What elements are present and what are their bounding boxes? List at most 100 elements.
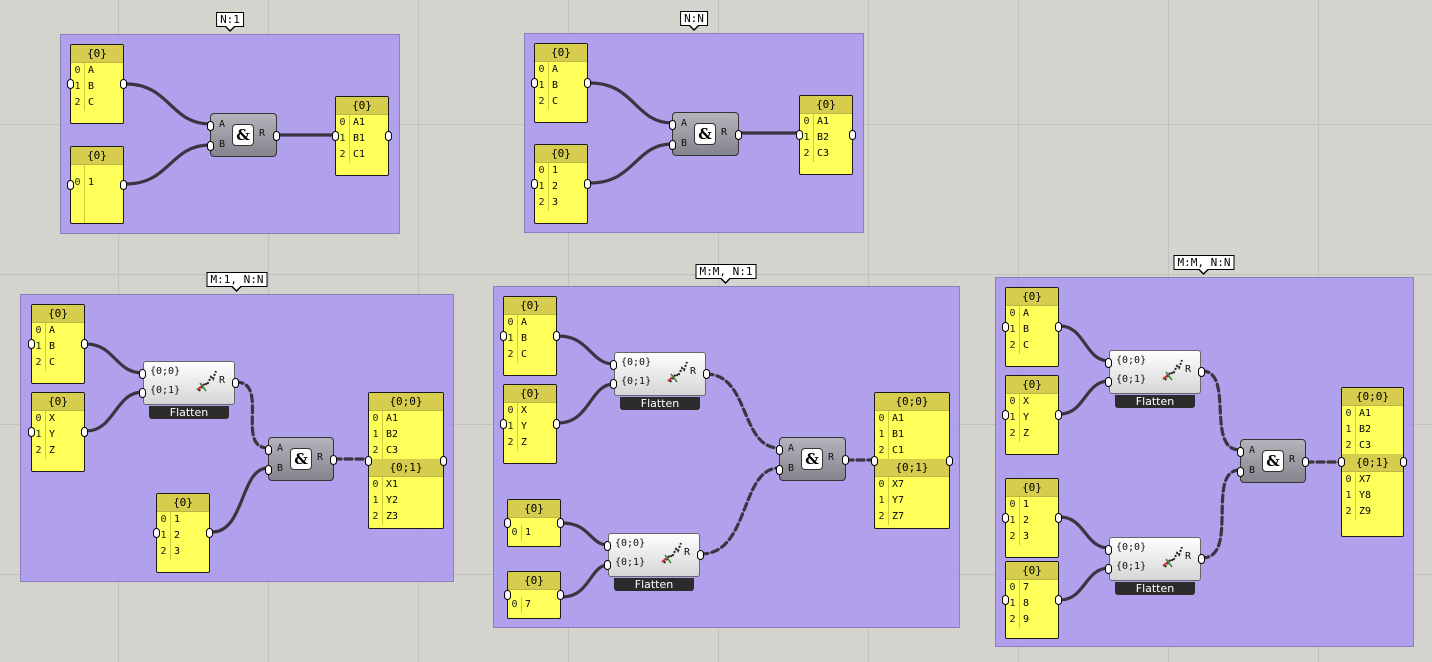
- output-grip[interactable]: [206, 528, 213, 538]
- flatten-component[interactable]: {0;0} {0;1} R Flatten: [604, 533, 704, 593]
- group-label-m-1-n-n[interactable]: M:1, N:N: [206, 272, 268, 292]
- input-grip[interactable]: [500, 331, 507, 341]
- output-port-r[interactable]: [1302, 457, 1309, 467]
- output-grip[interactable]: [849, 130, 856, 140]
- output-grip[interactable]: [946, 455, 953, 466]
- flatten-body[interactable]: [1109, 350, 1201, 394]
- input-grip[interactable]: [500, 419, 507, 429]
- input-grip[interactable]: [1002, 322, 1009, 332]
- input-grip[interactable]: [1002, 595, 1009, 605]
- input-port-a[interactable]: [207, 121, 214, 131]
- output-grip[interactable]: [557, 590, 564, 600]
- input-port-0[interactable]: [1105, 545, 1112, 555]
- input-port-a[interactable]: [1237, 447, 1244, 457]
- output-grip[interactable]: [120, 180, 127, 190]
- input-grip[interactable]: [332, 131, 339, 141]
- input-port-0[interactable]: [610, 360, 617, 370]
- output-port-r[interactable]: [842, 455, 849, 465]
- output-port-r[interactable]: [1198, 367, 1205, 377]
- flatten-component[interactable]: {0;0} {0;1} R Flatten: [1105, 350, 1205, 410]
- output-port-r[interactable]: [273, 131, 280, 141]
- input-grip[interactable]: [504, 590, 511, 600]
- input-port-a[interactable]: [776, 445, 783, 455]
- output-grip[interactable]: [584, 78, 591, 88]
- concatenate-component[interactable]: A B & R: [669, 112, 742, 156]
- output-grip[interactable]: [553, 419, 560, 429]
- output-grip[interactable]: [1055, 322, 1062, 332]
- input-grip[interactable]: [1002, 410, 1009, 420]
- output-grip[interactable]: [81, 339, 88, 349]
- output-grip[interactable]: [81, 427, 88, 437]
- output-port-r[interactable]: [735, 130, 742, 140]
- flatten-body[interactable]: [608, 533, 700, 577]
- output-grip[interactable]: [1055, 513, 1062, 523]
- input-port-b[interactable]: [265, 465, 272, 475]
- flatten-component[interactable]: {0;0} {0;1} R Flatten: [610, 352, 710, 412]
- output-port-r[interactable]: [697, 550, 704, 560]
- group-label-m-m-n-n[interactable]: M:M, N:N: [1173, 255, 1235, 275]
- output-grip[interactable]: [385, 131, 392, 141]
- concatenate-component[interactable]: A B & R: [1237, 439, 1309, 483]
- output-grip[interactable]: [584, 179, 591, 189]
- input-grip[interactable]: [531, 78, 538, 88]
- input-grip[interactable]: [796, 130, 803, 140]
- concatenate-component[interactable]: A B & R: [776, 437, 849, 481]
- input-grip[interactable]: [1338, 457, 1345, 467]
- input-port-0[interactable]: [604, 541, 611, 551]
- output-port-r[interactable]: [703, 369, 710, 379]
- output-grip[interactable]: [1055, 410, 1062, 420]
- input-grip[interactable]: [153, 528, 160, 538]
- output-port-r[interactable]: [1198, 554, 1205, 564]
- output-grip[interactable]: [1400, 457, 1407, 467]
- output-grip[interactable]: [1055, 595, 1062, 605]
- output-grip[interactable]: [120, 79, 127, 89]
- input-port-b[interactable]: [669, 140, 676, 150]
- group-label-n-1[interactable]: N:1: [216, 12, 244, 32]
- input-port-b[interactable]: [1237, 467, 1244, 477]
- input-port-0[interactable]: [1105, 358, 1112, 368]
- input-port-1[interactable]: [1105, 564, 1112, 574]
- input-grip[interactable]: [28, 339, 35, 349]
- input-port-1[interactable]: [139, 388, 146, 398]
- output-grip[interactable]: [553, 331, 560, 341]
- concatenate-component[interactable]: A B & R: [207, 113, 280, 157]
- input-port-b[interactable]: [776, 465, 783, 475]
- output-port-r[interactable]: [232, 378, 239, 388]
- input-grip[interactable]: [871, 455, 878, 466]
- input-port-0[interactable]: [139, 369, 146, 379]
- input-port-1[interactable]: [1105, 377, 1112, 387]
- output-port-r[interactable]: [330, 455, 337, 465]
- flatten-component[interactable]: {0;0} {0;1} R Flatten: [139, 361, 239, 421]
- output-grip[interactable]: [440, 455, 447, 466]
- output-grip[interactable]: [557, 518, 564, 528]
- input-grip[interactable]: [504, 518, 511, 528]
- input-port-a[interactable]: [265, 445, 272, 455]
- input-port-b[interactable]: [207, 141, 214, 151]
- flatten-body[interactable]: [614, 352, 706, 396]
- input-port-a[interactable]: [669, 120, 676, 130]
- flatten-body[interactable]: [1109, 537, 1201, 581]
- input-grip[interactable]: [365, 455, 372, 466]
- flatten-body[interactable]: [143, 361, 235, 405]
- input-grip[interactable]: [531, 179, 538, 189]
- group-label-m-m-n-1[interactable]: M:M, N:1: [695, 264, 757, 284]
- flatten-component[interactable]: {0;0} {0;1} R Flatten: [1105, 537, 1205, 597]
